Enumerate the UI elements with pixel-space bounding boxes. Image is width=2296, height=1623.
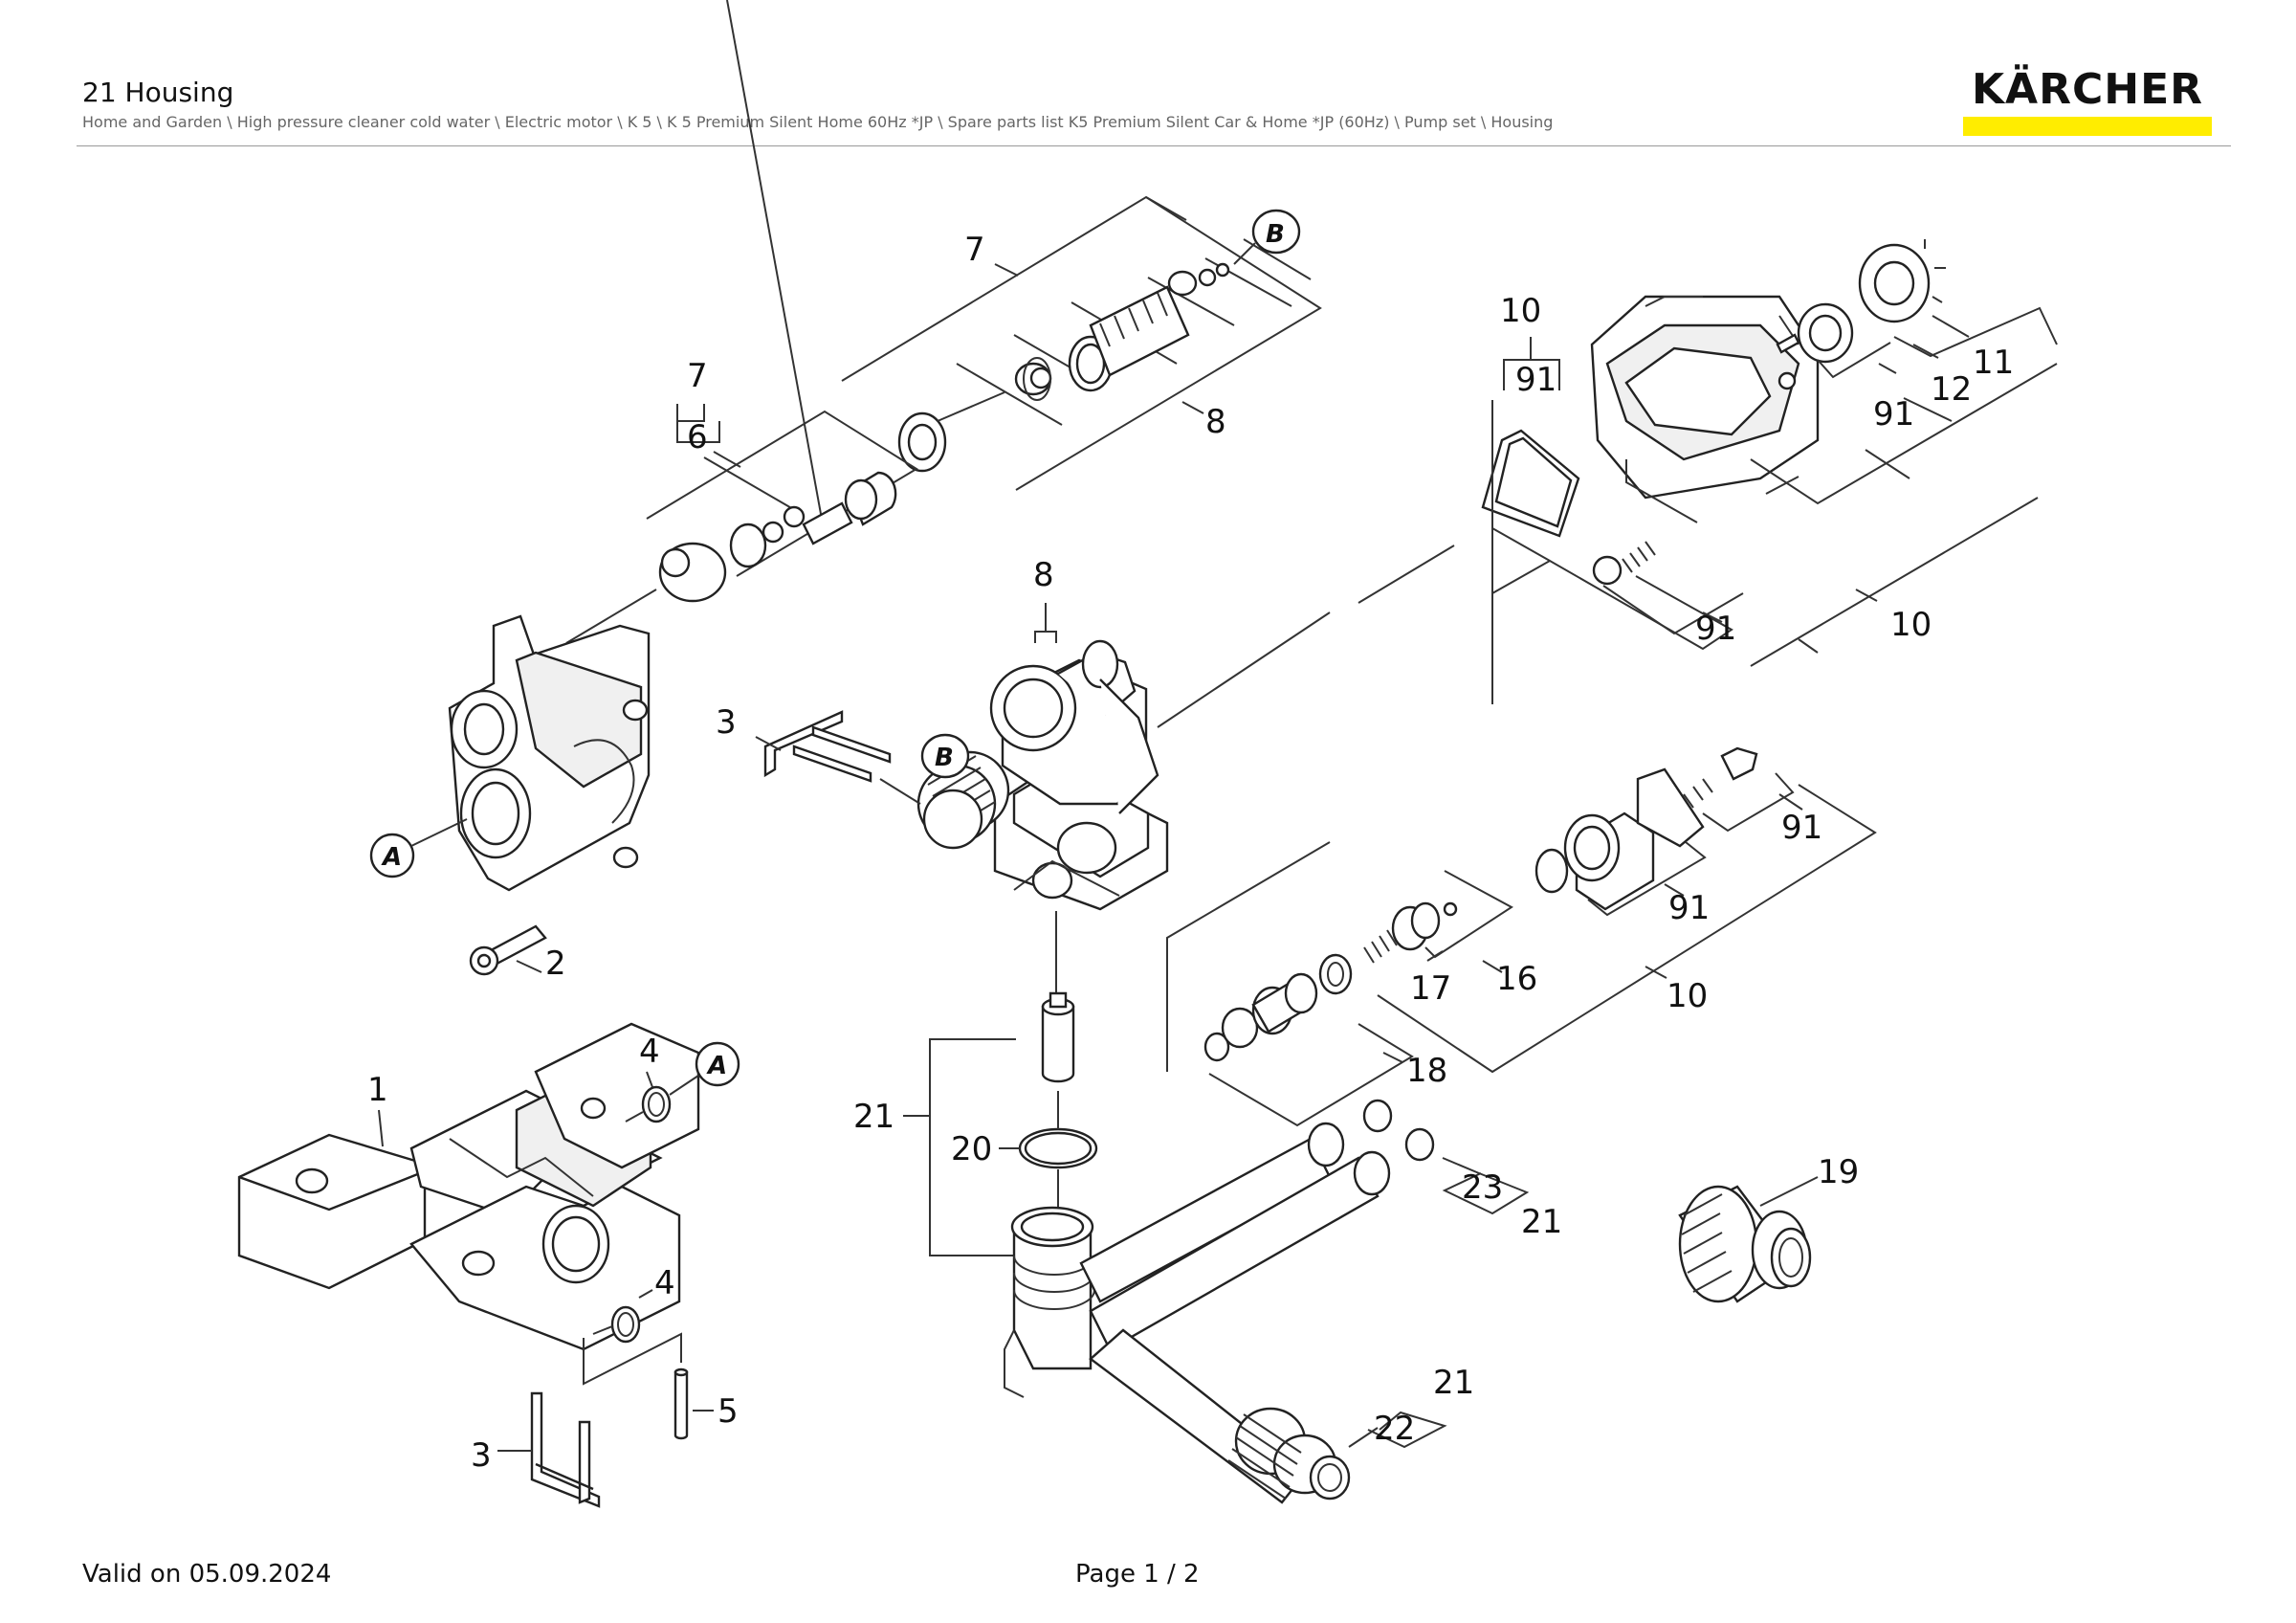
callout-19: 19 xyxy=(1818,1153,1859,1191)
coupling-19: 19 xyxy=(1678,1153,1859,1303)
logo-wordmark: KÄRCHER xyxy=(1971,65,2204,114)
callout-91e: 91 xyxy=(1668,889,1710,927)
callout-7b: 7 xyxy=(687,357,708,395)
callout-3a: 3 xyxy=(716,703,737,742)
svg-text:A: A xyxy=(381,843,402,872)
callout-10c: 10 xyxy=(1667,977,1708,1015)
housing-part-1: 1 xyxy=(237,1022,700,1351)
callout-20: 20 xyxy=(951,1130,992,1168)
callout-6: 6 xyxy=(687,418,708,456)
callout-5: 5 xyxy=(718,1392,739,1431)
footer-valid-date: Valid on 05.09.2024 xyxy=(82,1560,332,1589)
callout-8: 8 xyxy=(1205,403,1226,441)
callout-12: 12 xyxy=(1931,370,1972,409)
callout-4a: 4 xyxy=(639,1033,660,1071)
pipe-assembly: 23 21 22 21 xyxy=(1004,1099,1562,1504)
clip-3-upper: 3 xyxy=(716,703,921,805)
page-title: 21 Housing xyxy=(82,77,234,108)
valve-group-7-8: 7 8 xyxy=(841,195,1322,491)
valve-group-6: 7 6 xyxy=(544,0,918,701)
header-divider xyxy=(77,145,2231,146)
callout-7: 7 xyxy=(964,231,985,269)
screw-2: 2 xyxy=(469,924,566,983)
callout-10b: 10 xyxy=(1890,606,1932,644)
o-ring-4-lower: 4 xyxy=(592,1264,675,1344)
callout-22: 22 xyxy=(1374,1410,1415,1448)
callout-21a: 21 xyxy=(853,1098,894,1136)
callout-23: 23 xyxy=(1462,1168,1503,1207)
pump-head-right: 91 12 11 91 10 91 10 xyxy=(1481,239,2058,704)
callout-21b: 21 xyxy=(1521,1203,1562,1241)
callout-8b: 8 xyxy=(1033,556,1054,594)
callout-4b: 4 xyxy=(654,1264,675,1302)
callout-16: 16 xyxy=(1496,960,1537,998)
badge-a-left: A xyxy=(369,818,468,878)
valve-20-21: 20 21 xyxy=(853,991,1098,1256)
callout-3b: 3 xyxy=(471,1436,492,1475)
center-manifold: 8 xyxy=(916,545,1455,995)
callout-10a: 10 xyxy=(1500,292,1541,330)
breadcrumb[interactable]: Home and Garden \ High pressure cleaner … xyxy=(82,113,1554,131)
callout-91d: 91 xyxy=(1781,809,1822,847)
housing-part-a: 2 xyxy=(448,614,651,983)
callout-11: 11 xyxy=(1973,344,2014,382)
callout-91c: 91 xyxy=(1515,361,1556,399)
karcher-logo: KÄRCHER xyxy=(1963,65,2212,138)
badge-b-top: B xyxy=(1233,209,1301,265)
svg-text:A: A xyxy=(706,1052,727,1080)
logo-yellow-bar xyxy=(1963,117,2212,136)
callout-91b: 91 xyxy=(1695,610,1736,648)
svg-text:B: B xyxy=(1266,220,1285,249)
pin-5-clip-3: 5 3 xyxy=(471,1332,739,1508)
callout-18: 18 xyxy=(1406,1052,1447,1090)
o-ring-4-upper: 4 A xyxy=(625,1033,740,1123)
callout-1: 1 xyxy=(367,1071,388,1109)
footer-page-number: Page 1 / 2 xyxy=(1075,1560,1200,1589)
callout-2: 2 xyxy=(545,945,566,983)
badge-b-center: B xyxy=(920,733,970,779)
callout-21c: 21 xyxy=(1433,1364,1474,1402)
callout-17: 17 xyxy=(1410,969,1451,1008)
pressure-valve-group: 17 16 18 10 91 91 xyxy=(1166,746,1877,1127)
svg-text:B: B xyxy=(935,744,954,772)
callout-91a: 91 xyxy=(1873,395,1914,434)
